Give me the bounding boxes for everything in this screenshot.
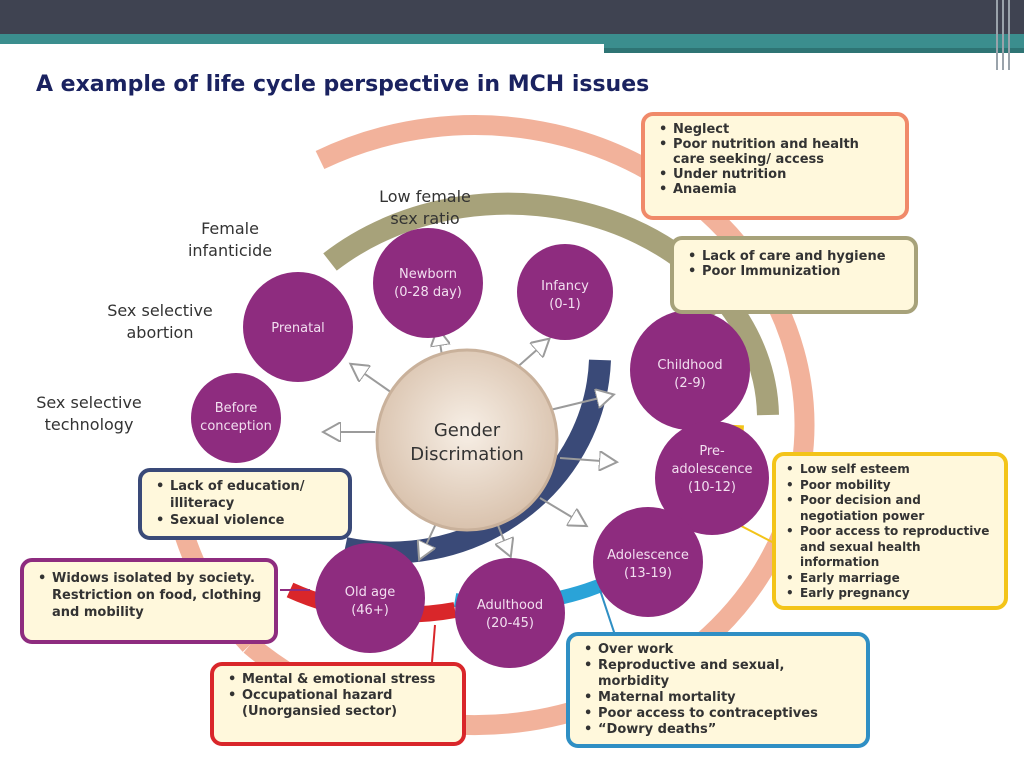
issue-item: Under nutrition xyxy=(655,167,895,182)
stage-label: Old age xyxy=(345,585,395,600)
issue-item: Mental & emotional stress xyxy=(224,672,452,688)
stage-label: conception xyxy=(200,419,272,434)
center-label-line1: Gender xyxy=(434,420,501,441)
issue-item: Low self esteem xyxy=(782,462,998,478)
arrow xyxy=(559,458,615,462)
issue-item: Maternal mortality xyxy=(580,690,856,706)
stage-old-age xyxy=(315,543,425,653)
slide-title: A example of life cycle perspective in M… xyxy=(36,72,650,97)
label-line: Sex selective xyxy=(107,301,213,320)
label-sex-selective-technology: Sex selective technology xyxy=(14,392,164,436)
issue-item: Poor decision and negotiation power xyxy=(782,493,998,524)
label-sex-selective-abortion: Sex selective abortion xyxy=(85,300,235,344)
issue-item: Anaemia xyxy=(655,182,895,197)
issue-item: Poor access to contraceptives xyxy=(580,706,856,722)
center-circle xyxy=(375,348,559,532)
arrow xyxy=(539,497,585,525)
stage-label: Childhood xyxy=(657,358,722,373)
stage-label: Adulthood xyxy=(477,598,543,613)
label-line: abortion xyxy=(126,323,194,342)
stage-label: (0-1) xyxy=(549,297,580,312)
stage-label: (2-9) xyxy=(674,376,705,391)
stage-label: Pre- xyxy=(699,444,725,459)
slide-header-bar xyxy=(0,0,1024,34)
issues-box-childhood: Lack of education/ illiteracy Sexual vio… xyxy=(138,468,352,540)
slide-title-backdrop xyxy=(0,44,604,68)
label-line: Female xyxy=(201,219,259,238)
issue-item: Poor Immunization xyxy=(684,264,904,279)
corner-decoration xyxy=(990,0,1024,70)
issues-box-adulthood: Over work Reproductive and sexual, morbi… xyxy=(566,632,870,748)
issue-item: Widows isolated by society. Restriction … xyxy=(34,570,264,621)
issue-item: Reproductive and sexual, morbidity xyxy=(580,658,856,690)
issues-box-newborn: Lack of care and hygiene Poor Immunizati… xyxy=(670,236,918,314)
stage-label: (13-19) xyxy=(624,566,672,581)
label-line: Low female xyxy=(379,187,471,206)
label-line: technology xyxy=(44,415,134,434)
label-low-female-sex-ratio: Low female sex ratio xyxy=(355,186,495,230)
issue-item: Poor mobility xyxy=(782,478,998,494)
issue-item: Poor access to reproductive and sexual h… xyxy=(782,524,998,571)
stage-preadolescence xyxy=(655,421,769,535)
stage-label: Newborn xyxy=(399,267,457,282)
stage-adulthood xyxy=(455,558,565,668)
stage-infancy xyxy=(517,244,613,340)
stage-adolescence xyxy=(593,507,703,617)
issues-box-adolescence: Low self esteem Poor mobility Poor decis… xyxy=(772,452,1008,610)
stage-label: (10-12) xyxy=(688,480,736,495)
connector-line xyxy=(431,624,436,663)
stage-childhood xyxy=(630,310,750,430)
arrow xyxy=(352,365,396,396)
stage-label: Prenatal xyxy=(271,321,325,336)
stage-label: Before xyxy=(215,401,258,416)
label-female-infanticide: Female infanticide xyxy=(165,218,295,262)
stage-before-conception xyxy=(191,373,281,463)
issue-item: Neglect xyxy=(655,122,895,137)
label-line: sex ratio xyxy=(390,209,460,228)
stage-label: (0-28 day) xyxy=(394,285,462,300)
issue-item: Poor nutrition and health care seeking/ … xyxy=(655,137,895,167)
stage-label: adolescence xyxy=(671,462,752,477)
issue-item: Sexual violence xyxy=(152,512,338,529)
stage-newborn xyxy=(373,228,483,338)
center-label-line2: Discrimation xyxy=(410,444,524,465)
issues-box-infancy: Neglect Poor nutrition and health care s… xyxy=(641,112,909,220)
stage-label: Adolescence xyxy=(607,548,689,563)
stage-label: Infancy xyxy=(541,279,589,294)
issue-item: Lack of care and hygiene xyxy=(684,249,904,264)
stage-prenatal xyxy=(243,272,353,382)
issue-item: Lack of education/ illiteracy xyxy=(152,478,338,512)
issue-item: Early marriage xyxy=(782,571,998,587)
stage-label: (46+) xyxy=(351,603,389,618)
label-line: Sex selective xyxy=(36,393,142,412)
issue-item: Early pregnancy xyxy=(782,586,998,602)
olive-arc xyxy=(323,192,779,416)
arrow xyxy=(549,395,612,411)
issue-item: Occupational hazard (Unorgansied sector) xyxy=(224,688,452,720)
issue-item: “Dowry deaths” xyxy=(580,722,856,738)
issues-box-old-age: Widows isolated by society. Restriction … xyxy=(20,558,278,644)
issue-item: Over work xyxy=(580,642,856,658)
connector-line xyxy=(599,589,616,636)
issues-box-occupational: Mental & emotional stress Occupational h… xyxy=(210,662,466,746)
stage-label: (20-45) xyxy=(486,616,534,631)
label-line: infanticide xyxy=(187,241,273,260)
